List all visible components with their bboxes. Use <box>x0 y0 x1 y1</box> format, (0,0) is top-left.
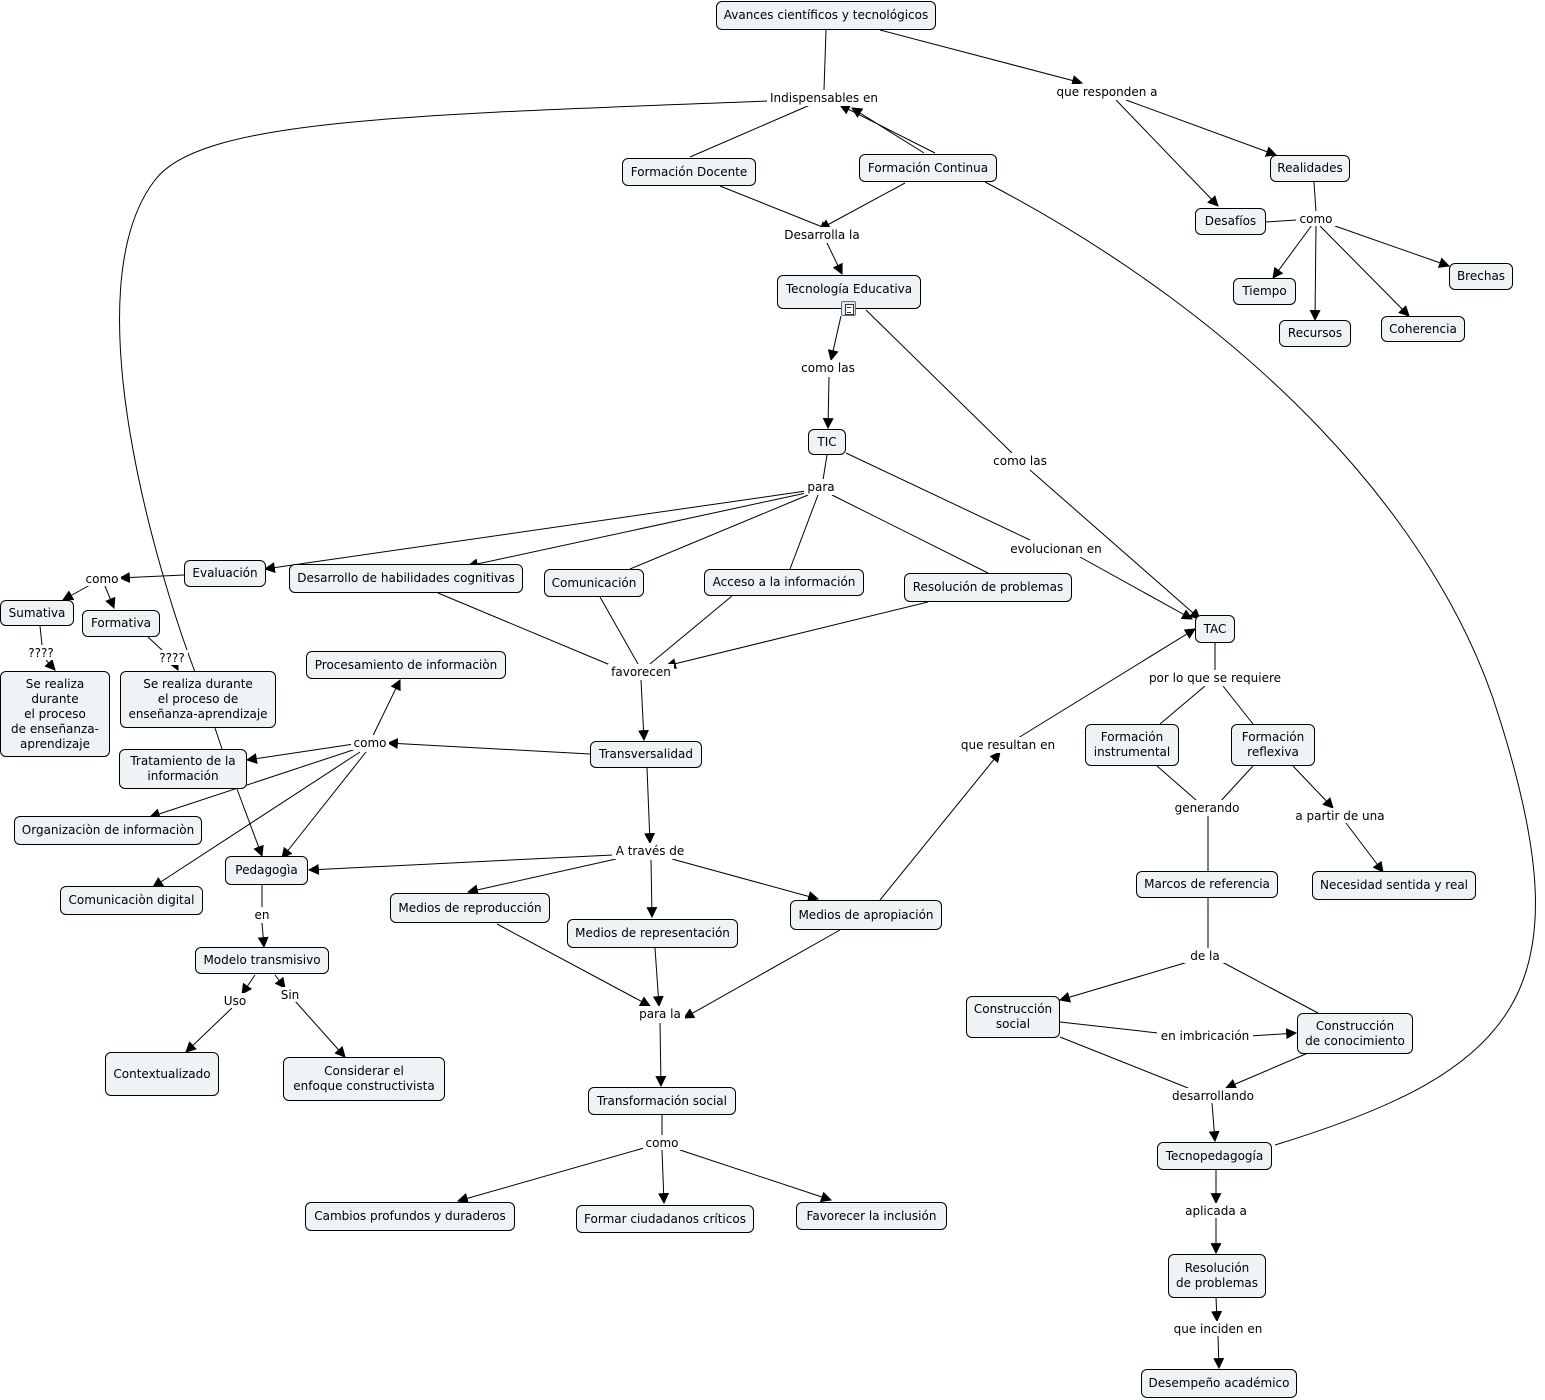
concept-desafios[interactable]: Desafíos <box>1195 208 1266 235</box>
link-favorecen: favorecen <box>608 664 674 680</box>
concept-formacion-instrumental[interactable]: Formación instrumental <box>1085 724 1179 766</box>
concept-tac[interactable]: TAC <box>1195 615 1235 643</box>
link-para-la: para la <box>635 1006 685 1022</box>
link-desarrolla-la: Desarrolla la <box>781 227 863 243</box>
concept-acceso-informacion[interactable]: Acceso a la información <box>704 569 864 596</box>
concept-procesamiento[interactable]: Procesamiento de informaciòn <box>306 651 506 679</box>
concept-necesidad-sentida[interactable]: Necesidad sentida y real <box>1312 871 1476 900</box>
concept-resolucion-problemas-1[interactable]: Resolución de problemas <box>904 573 1072 602</box>
link-por-lo-que: por lo que se requiere <box>1144 670 1286 686</box>
link-desarrollando: desarrollando <box>1166 1088 1260 1103</box>
concept-formar-ciudadanos[interactable]: Formar ciudadanos críticos <box>576 1205 754 1233</box>
concept-comunicacion-digital[interactable]: Comunicaciòn digital <box>60 886 203 915</box>
concept-brechas[interactable]: Brechas <box>1449 263 1513 290</box>
link-que-inciden-en: que inciden en <box>1170 1321 1266 1336</box>
concept-contextualizado[interactable]: Contextualizado <box>105 1052 219 1096</box>
concept-tecnopedagogia[interactable]: Tecnopedagogía <box>1157 1142 1272 1170</box>
concept-resolucion-problemas-2[interactable]: Resolución de problemas <box>1168 1254 1266 1298</box>
concept-sumativa[interactable]: Sumativa <box>0 600 74 626</box>
concept-considerar[interactable]: Considerar el enfoque constructivista <box>283 1057 445 1101</box>
concept-evaluacion[interactable]: Evaluación <box>184 560 266 587</box>
link-para: para <box>804 479 838 495</box>
concept-realidades[interactable]: Realidades <box>1270 155 1350 182</box>
link-uso: Uso <box>220 993 250 1008</box>
link-como-transformacion: como <box>643 1135 681 1150</box>
document-icon[interactable] <box>841 301 856 316</box>
concept-pedagogia[interactable]: Pedagogìa <box>225 856 308 885</box>
link-como-las-2: como las <box>990 453 1050 469</box>
link-como-las-1: como las <box>798 360 858 376</box>
concept-desempeno-academico[interactable]: Desempeño académico <box>1141 1369 1297 1398</box>
link-que-resultan-en: que resultan en <box>955 737 1061 753</box>
link-a-traves-de: A través de <box>612 843 688 859</box>
concept-medios-reproduccion[interactable]: Medios de reproducción <box>390 893 550 923</box>
link-de-la: de la <box>1184 948 1226 963</box>
concept-tratamiento[interactable]: Tratamiento de la información <box>119 749 247 789</box>
concept-avances[interactable]: Avances científicos y tecnológicos <box>716 1 936 30</box>
concept-desarrollo-habilidades[interactable]: Desarrollo de habilidades cognitivas <box>289 564 523 593</box>
concept-se-realiza-2[interactable]: Se realiza durante el proceso de enseñan… <box>120 671 276 728</box>
link-indispensables-en: Indispensables en <box>767 90 881 106</box>
concept-transformacion-social[interactable]: Transformación social <box>588 1087 736 1115</box>
link-sin: Sin <box>277 987 303 1002</box>
link-en-pedagogia: en <box>251 907 273 923</box>
link-que-responden-a: que responden a <box>1053 84 1161 100</box>
concept-formativa[interactable]: Formativa <box>82 610 160 637</box>
link-como-transversalidad: como <box>351 735 389 750</box>
link-a-partir-de-una: a partir de una <box>1290 808 1390 823</box>
link-como-evaluacion: como <box>83 571 121 586</box>
concept-modelo-transmisivo[interactable]: Modelo transmisivo <box>195 947 329 974</box>
link-en-imbricacion: en imbricación <box>1157 1028 1253 1044</box>
link-aplicada-a: aplicada a <box>1181 1203 1251 1218</box>
concept-comunicacion[interactable]: Comunicación <box>544 569 644 597</box>
link-q-sumativa: ???? <box>25 645 57 660</box>
link-evolucionan-en: evolucionan en <box>1007 541 1105 557</box>
concept-tiempo[interactable]: Tiempo <box>1233 278 1296 305</box>
link-generando: generando <box>1171 800 1243 816</box>
concept-formacion-docente[interactable]: Formación Docente <box>622 158 756 186</box>
concept-organizacion[interactable]: Organizaciòn de informaciòn <box>14 816 202 845</box>
concept-construccion-social[interactable]: Construcción social <box>966 996 1060 1038</box>
concept-formacion-reflexiva[interactable]: Formación reflexiva <box>1231 724 1315 766</box>
concept-construccion-conocimiento[interactable]: Construcción de conocimiento <box>1297 1013 1413 1054</box>
concept-marcos-referencia[interactable]: Marcos de referencia <box>1136 871 1278 898</box>
link-q-formativa: ???? <box>156 650 188 665</box>
concept-recursos[interactable]: Recursos <box>1279 320 1351 347</box>
concept-formacion-continua[interactable]: Formación Continua <box>859 154 997 182</box>
concept-se-realiza-1[interactable]: Se realiza durante el proceso de enseñan… <box>0 671 110 757</box>
concept-coherencia[interactable]: Coherencia <box>1381 316 1465 342</box>
concept-cambios-profundos[interactable]: Cambios profundos y duraderos <box>305 1202 515 1231</box>
concept-medios-representacion[interactable]: Medios de representación <box>567 919 738 948</box>
concept-favorecer-inclusion[interactable]: Favorecer la inclusión <box>796 1202 947 1230</box>
concept-tic[interactable]: TIC <box>808 429 846 455</box>
concept-medios-apropiacion[interactable]: Medios de apropiación <box>790 900 942 930</box>
concept-transversalidad[interactable]: Transversalidad <box>590 741 702 768</box>
link-como-realidades: como <box>1296 211 1336 226</box>
